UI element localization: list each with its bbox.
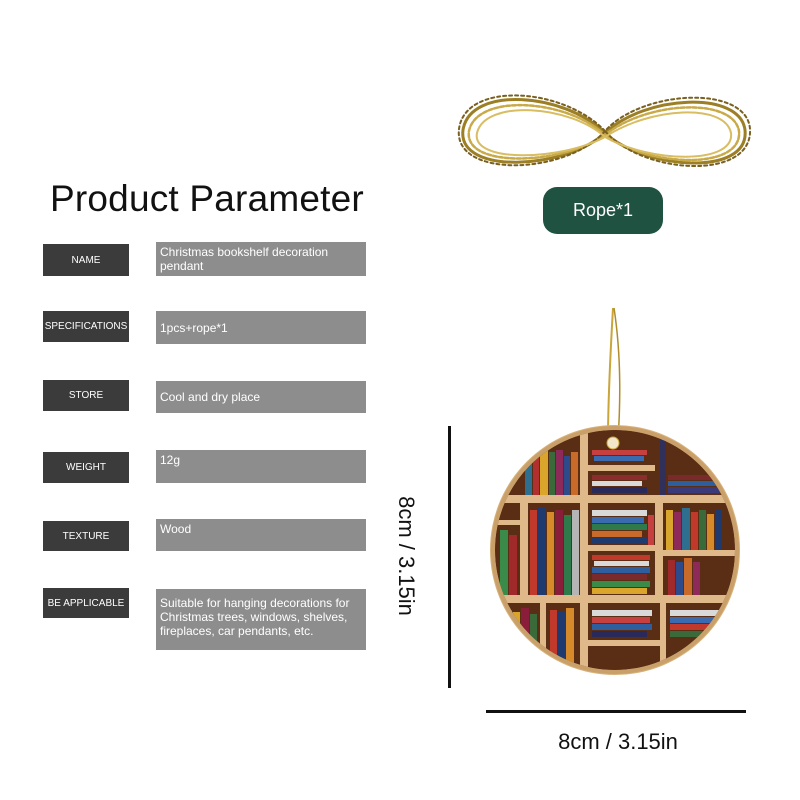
- param-label: TEXTURE: [43, 521, 129, 551]
- page-title: Product Parameter: [50, 178, 364, 219]
- param-value: Cool and dry place: [156, 381, 366, 413]
- param-label: SPECIFICATIONS: [43, 311, 129, 342]
- param-value: Christmas bookshelf decoration pendant: [156, 242, 366, 276]
- param-label: BE APPLICABLE: [43, 588, 129, 618]
- param-value: 1pcs+rope*1: [156, 311, 366, 344]
- param-value: Wood: [156, 519, 366, 551]
- gold-rope-image: [457, 94, 752, 167]
- param-label: WEIGHT: [43, 452, 129, 483]
- param-label: STORE: [43, 380, 129, 411]
- param-value: 12g: [156, 450, 366, 483]
- rope-badge: Rope*1: [543, 187, 663, 234]
- param-value: Suitable for hanging decorations for Chr…: [156, 589, 366, 650]
- param-label: NAME: [43, 244, 129, 276]
- height-dimension-label: 8cm / 3.15in: [394, 496, 419, 616]
- width-dimension-label: 8cm / 3.15in: [558, 729, 678, 754]
- width-dimension-line: [486, 710, 746, 713]
- bookshelf-ornament-image: [490, 307, 740, 675]
- height-dimension-line: [448, 426, 451, 688]
